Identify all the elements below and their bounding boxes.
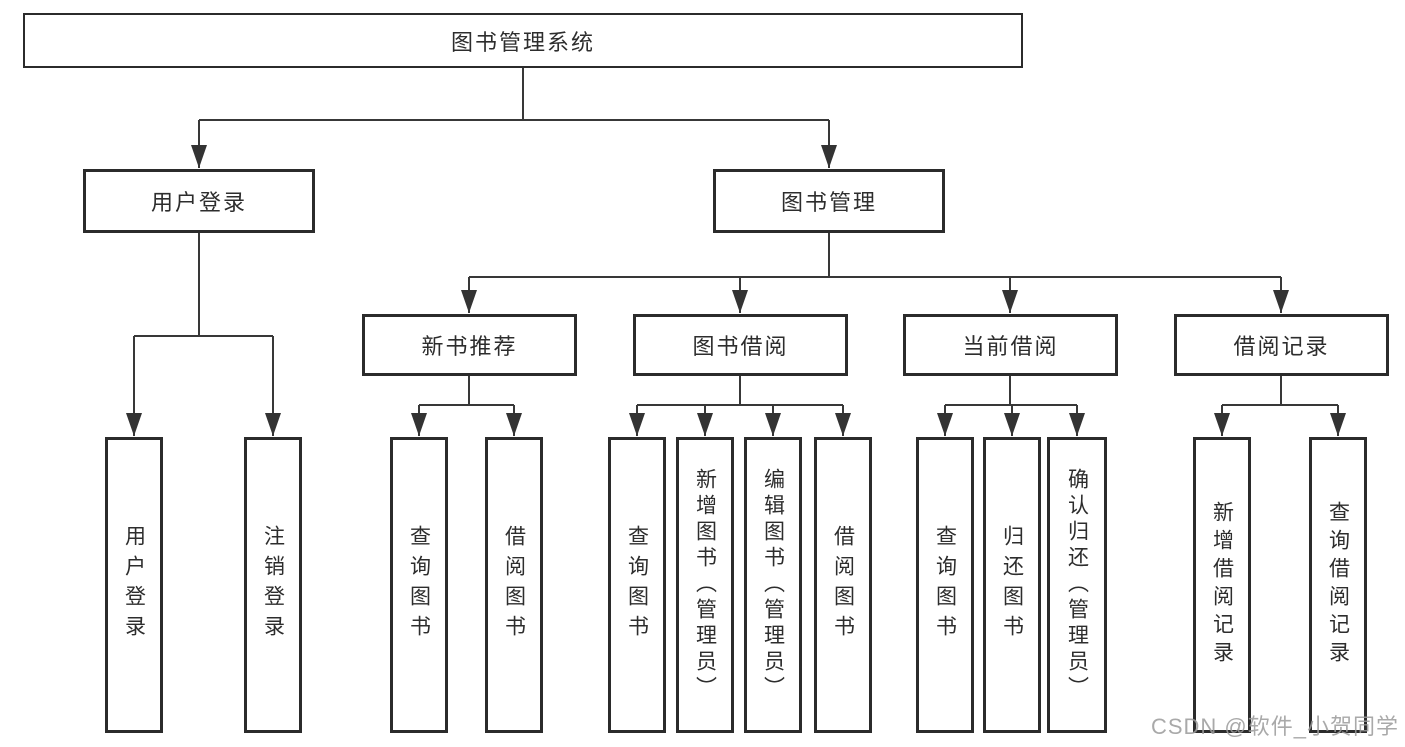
node-label: 查询借阅记录 xyxy=(1326,501,1350,669)
leaf-add-books-admin: 新增图书（管理员） xyxy=(676,437,734,733)
node-label: 图书借阅 xyxy=(692,334,789,359)
node-label: 借阅图书 xyxy=(502,525,526,645)
leaf-logout: 注销登录 xyxy=(244,437,302,733)
node-label: 新增借阅记录 xyxy=(1210,501,1234,669)
node-book-management: 图书管理 xyxy=(713,169,945,233)
node-label: 查询图书 xyxy=(407,525,431,645)
leaf-edit-books-admin: 编辑图书（管理员） xyxy=(744,437,802,733)
leaf-borrow-books-2: 借阅图书 xyxy=(814,437,872,733)
leaf-add-borrow-record: 新增借阅记录 xyxy=(1193,437,1251,733)
leaf-borrow-books-1: 借阅图书 xyxy=(485,437,543,733)
leaf-confirm-return-admin: 确认归还（管理员） xyxy=(1047,437,1107,733)
node-label: 注销登录 xyxy=(261,525,285,645)
leaf-return-books: 归还图书 xyxy=(983,437,1041,733)
node-label: 图书管理 xyxy=(780,190,877,215)
node-label: 确认归还（管理员） xyxy=(1065,468,1089,702)
node-new-book-recommend: 新书推荐 xyxy=(362,314,577,376)
node-label: 新增图书（管理员） xyxy=(693,468,717,702)
leaf-query-books-2: 查询图书 xyxy=(608,437,666,733)
node-label: 用户登录 xyxy=(122,525,146,645)
leaf-query-books-3: 查询图书 xyxy=(916,437,974,733)
csdn-watermark: CSDN @软件_小贺同学 xyxy=(1150,714,1399,739)
node-borrow-records: 借阅记录 xyxy=(1174,314,1389,376)
leaf-query-borrow-record: 查询借阅记录 xyxy=(1309,437,1367,733)
node-label: 图书管理系统 xyxy=(450,29,595,55)
leaf-query-books-1: 查询图书 xyxy=(390,437,448,733)
node-label: 新书推荐 xyxy=(421,334,518,359)
node-user-login: 用户登录 xyxy=(83,169,315,233)
node-book-management-system: 图书管理系统 xyxy=(23,13,1023,68)
node-label: 借阅记录 xyxy=(1233,334,1330,359)
node-label: 用户登录 xyxy=(150,190,247,215)
node-label: 借阅图书 xyxy=(831,525,855,645)
node-label: 查询图书 xyxy=(625,525,649,645)
leaf-user-login: 用户登录 xyxy=(105,437,163,733)
node-label: 编辑图书（管理员） xyxy=(761,468,785,702)
node-label: 归还图书 xyxy=(1000,525,1024,645)
node-label: 查询图书 xyxy=(933,525,957,645)
node-label: 当前借阅 xyxy=(962,334,1059,359)
node-book-borrow: 图书借阅 xyxy=(633,314,848,376)
node-current-borrow: 当前借阅 xyxy=(903,314,1118,376)
